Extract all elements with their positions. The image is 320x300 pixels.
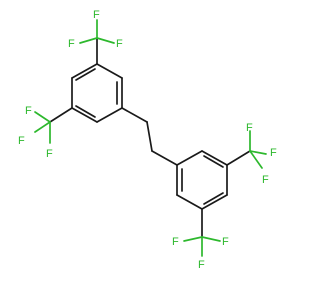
ethylene-linker <box>121 107 178 166</box>
fluorine-label: F <box>198 259 205 271</box>
fluorine-label: F <box>25 105 32 117</box>
fluorine-label: F <box>93 9 100 21</box>
fluorine-label: F <box>270 147 277 159</box>
fluorine-label: F <box>46 148 53 160</box>
cf3-group-top: F F F <box>68 9 123 50</box>
fluorine-label: F <box>68 38 75 50</box>
fluorine-label: F <box>262 174 269 186</box>
lower-benzene-ring <box>176 150 228 210</box>
upper-benzene-ring <box>71 63 123 123</box>
fluorine-label: F <box>246 122 253 134</box>
fluorine-label: F <box>18 135 25 147</box>
cf3-bonds <box>49 37 251 238</box>
cf3-group-left: F F F <box>18 105 53 160</box>
fluorine-label: F <box>222 236 229 248</box>
cf3-group-right: F F F <box>246 122 277 186</box>
cf3-group-bottom: F F F <box>172 236 229 271</box>
structure-diagram: F F F F F F F F F F F F <box>18 9 277 271</box>
fluorine-label: F <box>172 236 179 248</box>
fluorine-label: F <box>116 38 123 50</box>
